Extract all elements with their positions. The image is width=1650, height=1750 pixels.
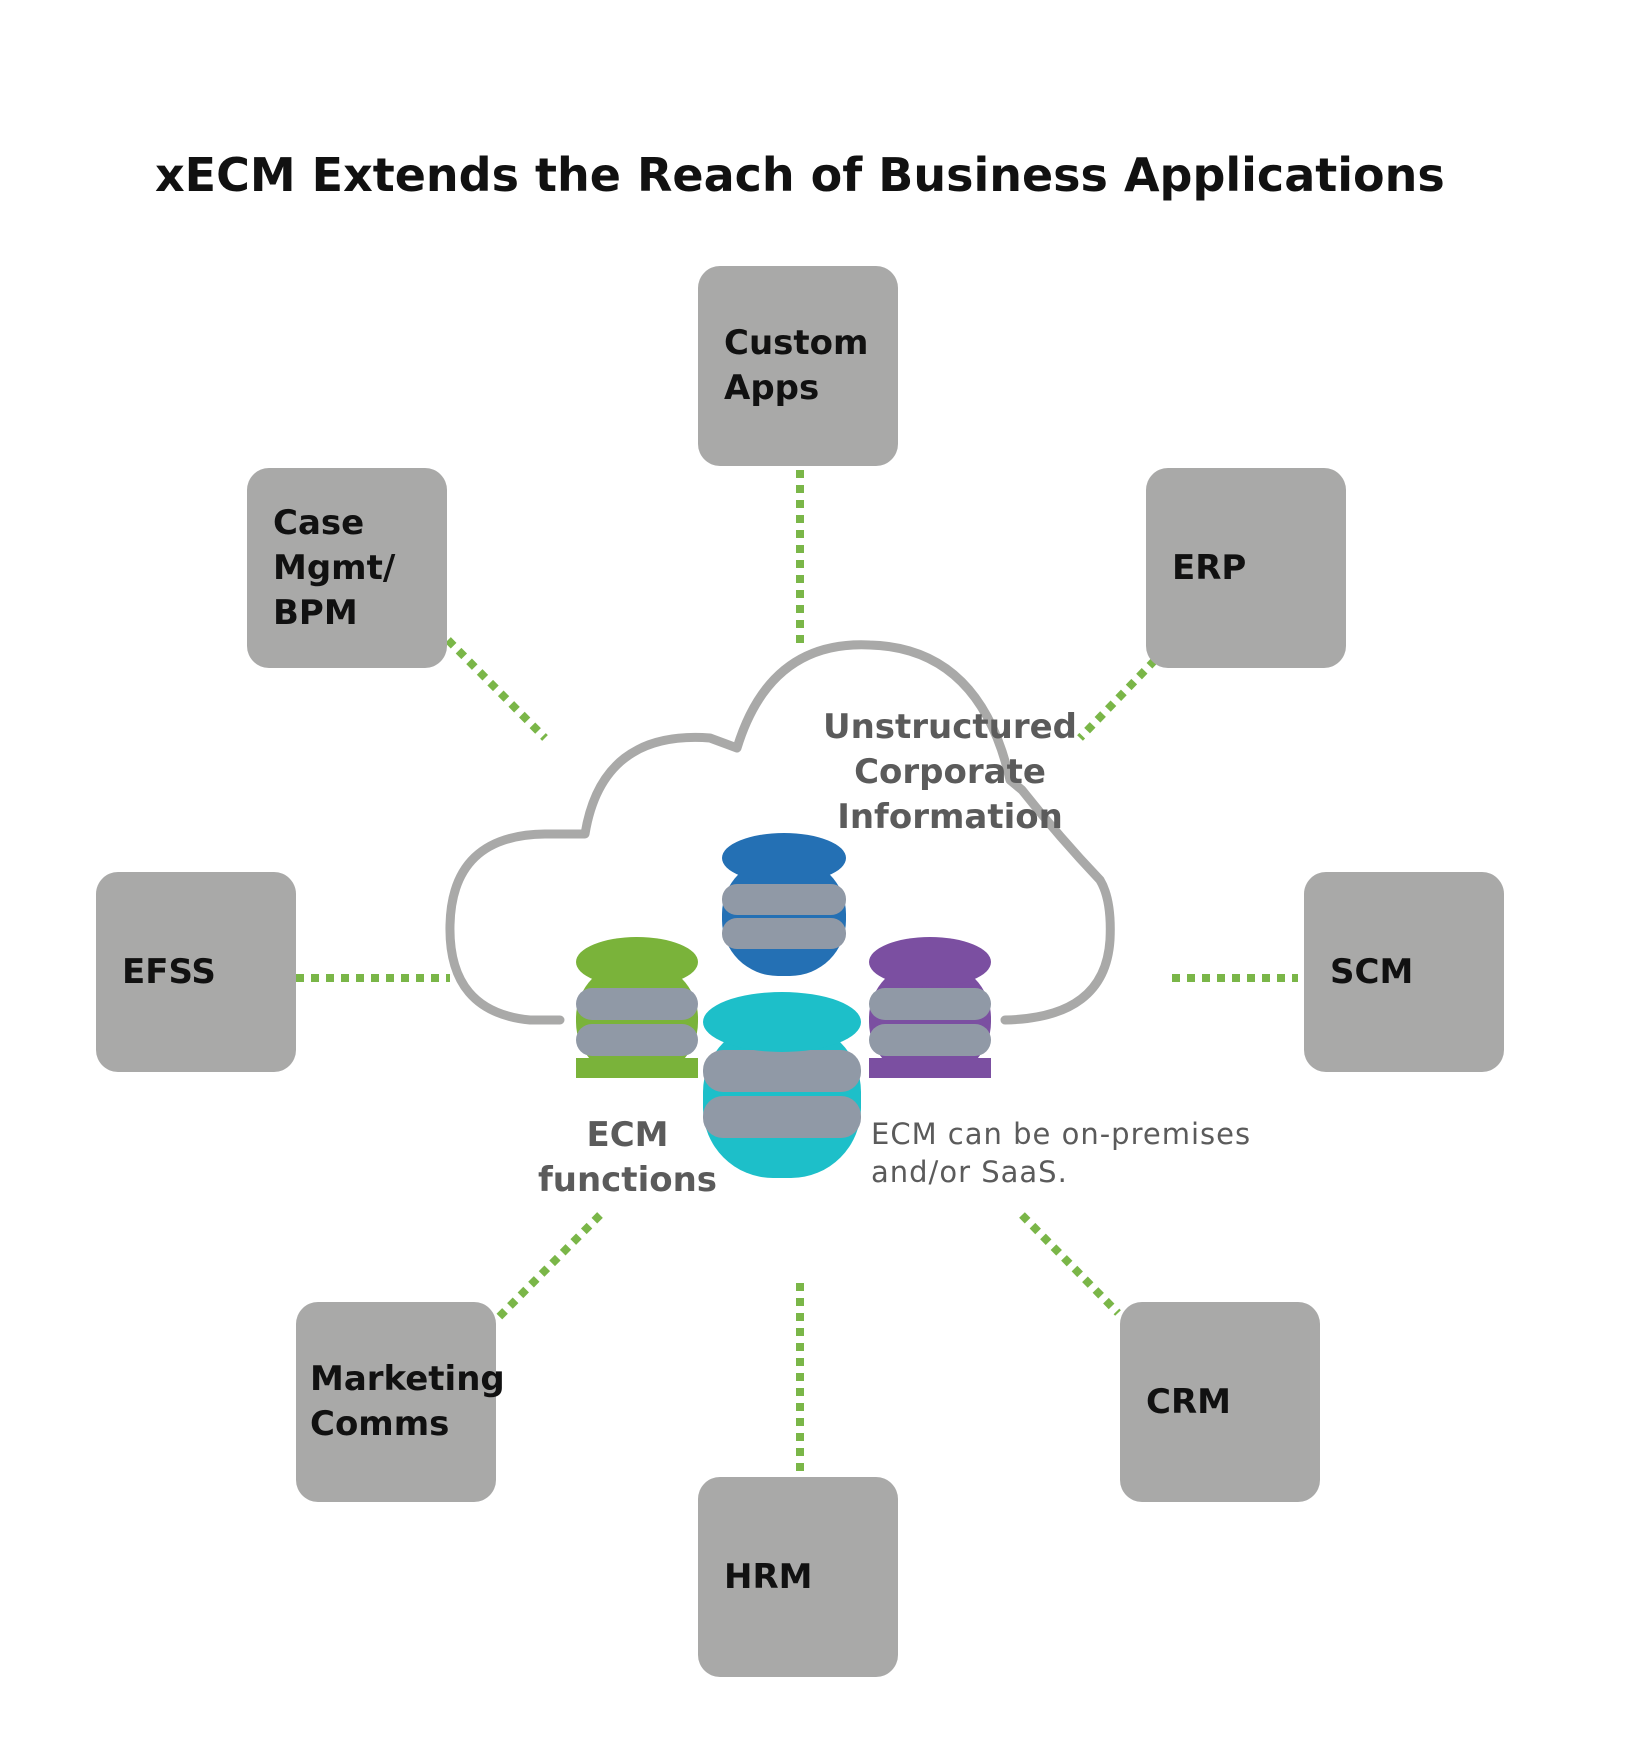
database-purple-icon [869, 937, 991, 1078]
connector-crm [1019, 1212, 1121, 1316]
cloud-label: Unstructured Corporate Information [822, 707, 1078, 837]
app-label-scm: SCM [1330, 951, 1414, 992]
app-box-efss: EFSS [96, 872, 296, 1072]
database-green-icon [576, 937, 698, 1078]
app-label-erp: ERP [1172, 547, 1247, 588]
connector-marketing [493, 1212, 603, 1323]
app-box-case-mgmt: Case Mgmt/ BPM [247, 468, 447, 668]
cloud-outline [445, 640, 1115, 1025]
database-teal-icon [703, 992, 861, 1178]
app-label-crm: CRM [1146, 1381, 1231, 1422]
connectors [296, 470, 1298, 1472]
deployment-note: ECM can be on-premises and/or SaaS. [871, 1117, 1252, 1189]
app-label-efss: EFSS [122, 951, 216, 992]
app-box-custom-apps: Custom Apps [698, 266, 898, 466]
connector-erp [1077, 657, 1158, 741]
app-box-crm: CRM [1120, 1302, 1320, 1502]
database-blue-icon [722, 833, 846, 976]
app-box-erp: ERP [1146, 468, 1346, 668]
ecm-functions-label: ECM functions [537, 1115, 718, 1200]
connector-case-mgmt [445, 637, 548, 741]
app-label-case-mgmt: Case Mgmt/ BPM [273, 502, 396, 633]
app-box-scm: SCM [1304, 872, 1504, 1072]
app-label-hrm: HRM [724, 1556, 813, 1597]
app-label-marketing: Marketing Comms [310, 1359, 505, 1444]
app-box-marketing: Marketing Comms [296, 1302, 505, 1502]
app-label-custom-apps: Custom Apps [724, 323, 869, 408]
diagram-title: xECM Extends the Reach of Business Appli… [155, 148, 1445, 202]
app-box-hrm: HRM [698, 1477, 898, 1677]
